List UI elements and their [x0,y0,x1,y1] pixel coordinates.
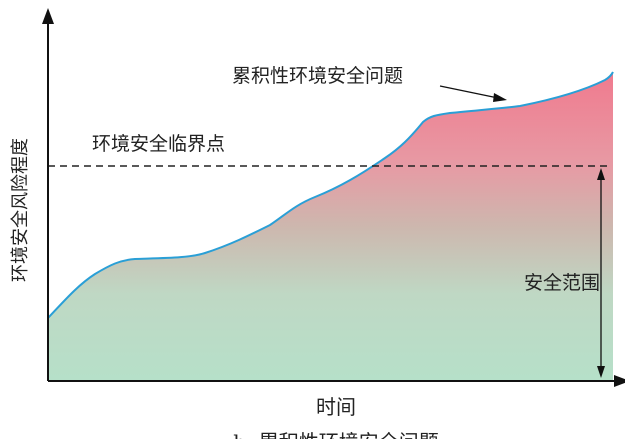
x-axis-label: 时间 [316,395,356,419]
cumulative-pointer-head [493,93,507,102]
safe-range-arrow-bottom [597,366,605,378]
y-axis-label: 环境安全风险程度 [10,138,31,282]
risk-curve [47,71,614,319]
cumulative-pointer [439,85,499,99]
safe-range-label: 安全范围 [524,272,600,294]
risk-area-fill [48,72,613,381]
safe-range-arrow-top [597,168,605,180]
x-axis-arrow [614,375,625,387]
threshold-label: 环境安全临界点 [92,133,225,155]
figure-caption: b. 累积性环境安全问题 [233,430,439,439]
cumulative-label: 累积性环境安全问题 [232,65,403,87]
y-axis-arrow [42,8,54,24]
